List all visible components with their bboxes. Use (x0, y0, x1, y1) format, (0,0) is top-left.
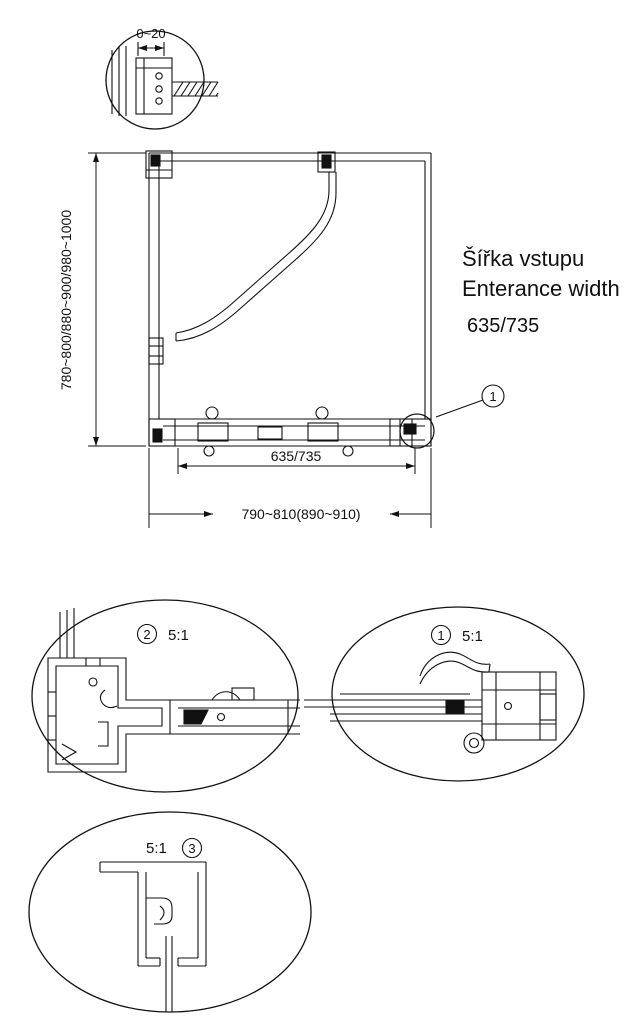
top-corner-detail (105, 30, 219, 130)
inner-width-dimension-label: 635/735 (271, 448, 322, 464)
detail-2-label: 2 5:1 (136, 623, 189, 645)
entrance-width-english-label: Enterance width (462, 276, 620, 301)
detail-2-number: 2 (143, 627, 150, 642)
detail-1-scale: 5:1 (462, 628, 483, 645)
detail-2-view (31, 599, 300, 793)
detail-3-label: 5:1 3 (146, 837, 203, 859)
plan-callout-1 (435, 384, 505, 418)
detail-3-view (28, 811, 312, 1013)
entrance-width-value: 635/735 (467, 315, 539, 337)
detail-3-scale: 5:1 (146, 840, 167, 857)
main-plan-drawing (145, 150, 435, 457)
detail-1-number: 1 (437, 628, 444, 643)
detail-1-label: 1 5:1 (430, 624, 483, 646)
height-dimension-label: 780~800/880~900/980~1000 (58, 210, 74, 390)
dimension-outer-width (148, 448, 432, 528)
outer-width-dimension-label: 790~810(890~910) (241, 506, 360, 522)
detail-2-scale: 5:1 (168, 627, 189, 644)
entrance-width-czech-label: Šířka vstupu (462, 246, 584, 271)
detail-1-view (304, 606, 585, 782)
plan-callout-1-number: 1 (489, 389, 496, 404)
dimension-inner-width (177, 448, 416, 474)
detail-3-number: 3 (188, 841, 195, 856)
top-detail-dimension-label: 0~20 (136, 26, 165, 41)
dimension-height (88, 152, 146, 447)
